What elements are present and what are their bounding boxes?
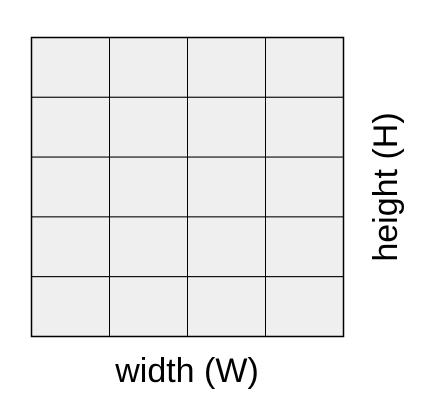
width-label: width (W) <box>114 352 259 390</box>
grid-cell <box>265 37 344 98</box>
grid-cell <box>187 37 266 98</box>
grid-cell <box>31 96 110 158</box>
grid-cell <box>187 156 266 218</box>
grid-cell <box>31 156 110 218</box>
grid-cell <box>31 276 110 338</box>
grid-cell <box>109 96 188 158</box>
grid-cell <box>187 276 266 338</box>
grid-cells <box>31 37 344 338</box>
grid-cell <box>109 276 188 338</box>
grid-cell <box>187 96 266 158</box>
grid-cell <box>265 96 344 158</box>
grid-cell <box>109 216 188 278</box>
grid-cell <box>31 216 110 278</box>
grid-cell <box>187 216 266 278</box>
height-label: height (H) <box>367 112 405 261</box>
grid-cell <box>109 156 188 218</box>
grid-border <box>30 36 345 338</box>
grid-cell <box>265 276 344 338</box>
grid-cell <box>265 156 344 218</box>
grid-cell <box>265 216 344 278</box>
grid-cell <box>109 37 188 98</box>
grid-cell <box>31 37 110 98</box>
